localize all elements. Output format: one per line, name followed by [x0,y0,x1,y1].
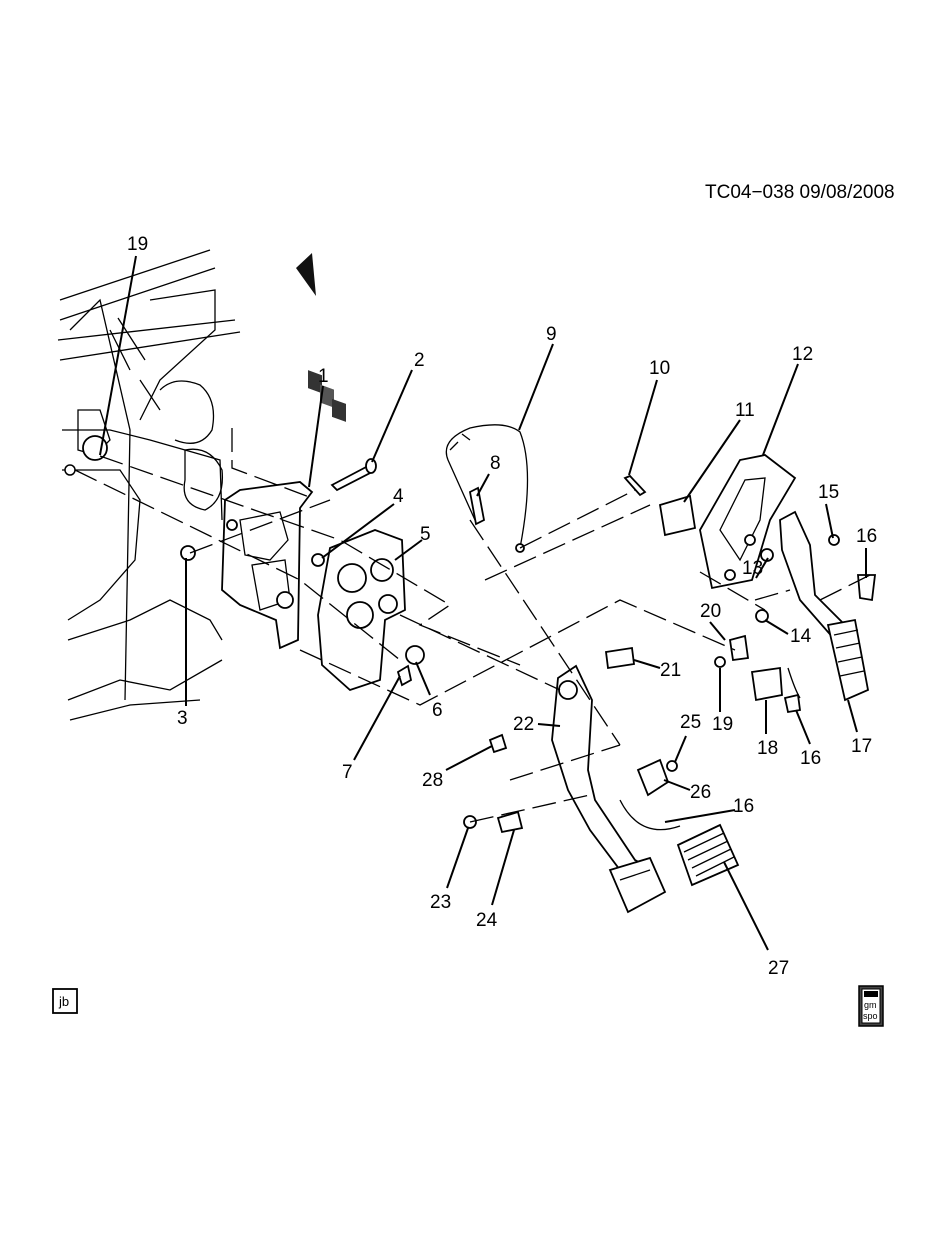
callout-19b: 19 [712,714,733,735]
callout-12: 12 [792,344,813,365]
pedal-bracket [221,481,314,650]
callout-7: 7 [342,762,353,783]
callout-16c: 16 [733,796,754,817]
callout-28: 28 [422,770,443,791]
callout-11: 11 [735,400,755,421]
callout-27: 27 [768,958,789,979]
leader-lines [99,255,867,951]
callout-9: 9 [546,324,557,345]
jb-badge: jb [52,988,78,1014]
stud-bolt [330,458,377,492]
callout-21: 21 [660,660,681,681]
svg-text:jb: jb [58,994,69,1009]
switches-sensors [488,634,802,834]
callout-16a: 16 [856,526,877,547]
callout-26: 26 [690,782,711,803]
callout-15: 15 [818,482,839,503]
callout-23: 23 [430,892,451,913]
mounting-plate [317,529,406,692]
brake-pedal-pad [676,823,740,887]
accelerator-pedal-arm [779,510,877,702]
callout-13: 13 [742,558,763,579]
callout-labels: 19 1 2 4 5 6 7 3 8 9 10 11 12 15 16 13 1… [127,234,877,979]
brake-pedal-arm [551,664,667,914]
brake-cable [445,424,529,553]
svg-text:FRT: FRT [316,281,340,295]
callout-6: 6 [432,700,443,721]
callout-16b: 16 [800,748,821,769]
callout-10: 10 [649,358,670,379]
svg-text:gm: gm [864,1000,877,1010]
callout-8: 8 [490,453,501,474]
callout-25: 25 [680,712,701,733]
callout-2: 2 [414,350,425,371]
fasteners [180,474,840,829]
callout-4: 4 [393,486,404,507]
accelerator-pedal-bracket [658,454,797,590]
callout-22: 22 [513,714,534,735]
diagram-code-date: TC04−038 09/08/2008 [705,182,895,203]
vehicle-body-structure [57,249,241,721]
callout-19a: 19 [127,234,148,255]
callout-24: 24 [476,910,498,931]
callout-17: 17 [851,736,872,757]
callout-14: 14 [790,626,812,647]
callout-3: 3 [177,708,188,729]
callout-5: 5 [420,524,431,545]
front-direction-arrow-icon: FRT [296,253,346,422]
callout-18: 18 [757,738,778,759]
svg-text:spo: spo [863,1011,878,1021]
assembly-lines [74,428,871,823]
gm-spo-logo: gm spo [858,985,884,1027]
callout-20: 20 [700,601,721,622]
callout-1: 1 [318,366,329,387]
